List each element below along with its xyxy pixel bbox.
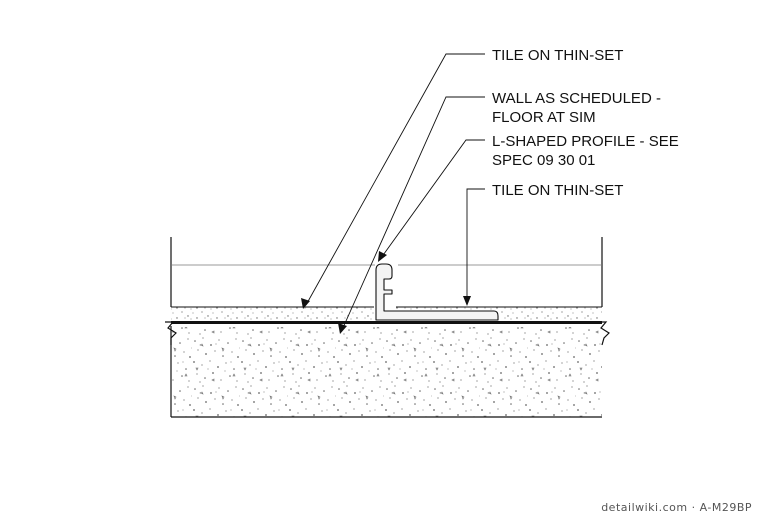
l-shaped-profile: [375, 263, 499, 321]
callout-tile-lower: TILE ON THIN-SET: [492, 182, 623, 199]
callout-wall-line1: WALL AS SCHEDULED -: [492, 90, 661, 107]
callout-profile-line2: SPEC 09 30 01: [492, 152, 595, 169]
callout-profile-line1: L-SHAPED PROFILE - SEE: [492, 133, 679, 150]
leader-wall: [341, 96, 485, 331]
thinset-left: [171, 306, 374, 320]
callout-wall-line2: FLOOR AT SIM: [492, 109, 596, 126]
concrete-slab: [170, 326, 602, 418]
callout-tile-upper: TILE ON THIN-SET: [492, 47, 623, 64]
leader-tile-upper: [305, 53, 485, 306]
leader-tile-lower: [466, 188, 485, 302]
arrowheads: [301, 251, 471, 334]
break-line-right: [598, 321, 610, 346]
leader-lines: [305, 53, 485, 331]
footer-credit: detailwiki.com · A-M29BP: [601, 501, 752, 514]
leader-profile: [380, 139, 485, 259]
